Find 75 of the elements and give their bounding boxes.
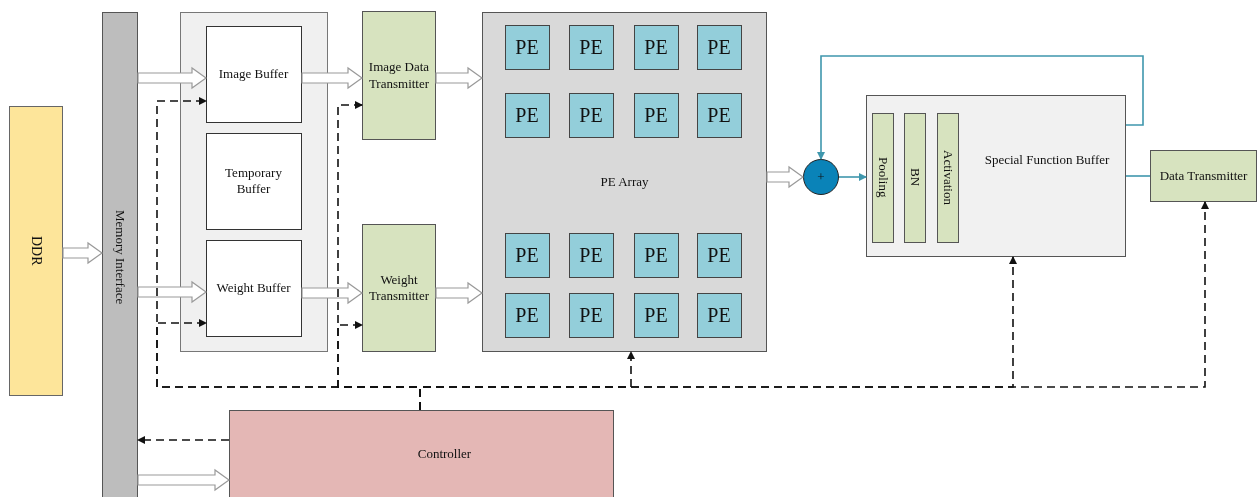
buffer-box bbox=[205, 132, 302, 230]
node-label: PE bbox=[706, 242, 732, 268]
node-label: Special Function Buffer bbox=[983, 151, 1111, 169]
pe-box bbox=[633, 292, 679, 338]
container-box bbox=[180, 12, 328, 352]
node-label: PE bbox=[706, 102, 732, 128]
node-label: PE bbox=[643, 242, 669, 268]
pe-box bbox=[696, 232, 742, 278]
node-label: DDR bbox=[27, 236, 45, 266]
node-label: PE bbox=[578, 302, 604, 328]
pe-box bbox=[696, 92, 742, 138]
pe-box bbox=[568, 292, 614, 338]
node-label: PE bbox=[578, 34, 604, 60]
pe-box bbox=[504, 92, 550, 138]
node-label: Activation bbox=[939, 150, 957, 205]
adder-circle bbox=[803, 159, 839, 195]
block-arrow bbox=[435, 66, 484, 90]
node-label: PE bbox=[514, 302, 540, 328]
pe-box bbox=[633, 92, 679, 138]
node-label: Pooling bbox=[874, 157, 892, 198]
pe-box bbox=[504, 24, 550, 70]
pe-box bbox=[633, 24, 679, 70]
pe-box bbox=[568, 92, 614, 138]
node-label: Weight Buffer bbox=[215, 279, 292, 297]
buffer-box bbox=[205, 25, 302, 123]
node-label: Temporary Buffer bbox=[224, 164, 283, 198]
node-label: Weight Transmitter bbox=[367, 271, 431, 305]
node-label: PE bbox=[706, 302, 732, 328]
node-label: Controller bbox=[416, 446, 473, 463]
block-arrow bbox=[301, 281, 364, 305]
transmitter-box bbox=[362, 11, 436, 140]
pe-box bbox=[504, 292, 550, 338]
data-arrow bbox=[817, 55, 1144, 160]
function-stage-bar bbox=[871, 112, 894, 243]
pe-box bbox=[504, 232, 550, 278]
node-label: PE bbox=[643, 102, 669, 128]
node-label: PE bbox=[514, 242, 540, 268]
function-stage-bar bbox=[903, 112, 926, 243]
node-label: + bbox=[816, 168, 826, 186]
buffer-box bbox=[205, 239, 302, 337]
node-label: PE Array bbox=[599, 173, 650, 191]
block-arrow bbox=[435, 281, 484, 305]
function-stage-bar bbox=[936, 112, 959, 243]
pe-box bbox=[696, 24, 742, 70]
node-label: BN bbox=[906, 168, 924, 187]
block-arrow bbox=[137, 280, 208, 304]
controller-box bbox=[229, 410, 614, 497]
pe-box bbox=[696, 292, 742, 338]
function-buffer-panel bbox=[866, 95, 1126, 257]
control-arrow bbox=[137, 436, 230, 444]
block-arrow bbox=[137, 468, 231, 492]
node-label: PE bbox=[643, 302, 669, 328]
array-panel bbox=[482, 12, 767, 352]
data-arrow bbox=[838, 173, 867, 181]
node-label: PE bbox=[578, 102, 604, 128]
transmitter-box bbox=[362, 224, 436, 352]
node-label: PE bbox=[514, 102, 540, 128]
transmitter-box bbox=[1150, 150, 1257, 202]
node-label: Image Data Transmitter bbox=[367, 59, 431, 92]
node-label: PE bbox=[578, 242, 604, 268]
pe-box bbox=[568, 24, 614, 70]
block-arrow bbox=[301, 66, 364, 90]
node-label: PE bbox=[706, 34, 732, 60]
node-label: Data Transmitter bbox=[1158, 167, 1249, 185]
block-arrow bbox=[62, 241, 104, 265]
node-label: Image Buffer bbox=[217, 65, 290, 83]
block-arrow bbox=[766, 165, 805, 189]
node-label: PE bbox=[514, 34, 540, 60]
node-label: PE bbox=[643, 34, 669, 60]
block-arrow bbox=[137, 66, 208, 90]
pe-box bbox=[633, 232, 679, 278]
pe-box bbox=[568, 232, 614, 278]
interface-bar bbox=[102, 12, 138, 497]
memory-block bbox=[9, 106, 63, 396]
node-label: Memory Interface bbox=[112, 209, 130, 305]
